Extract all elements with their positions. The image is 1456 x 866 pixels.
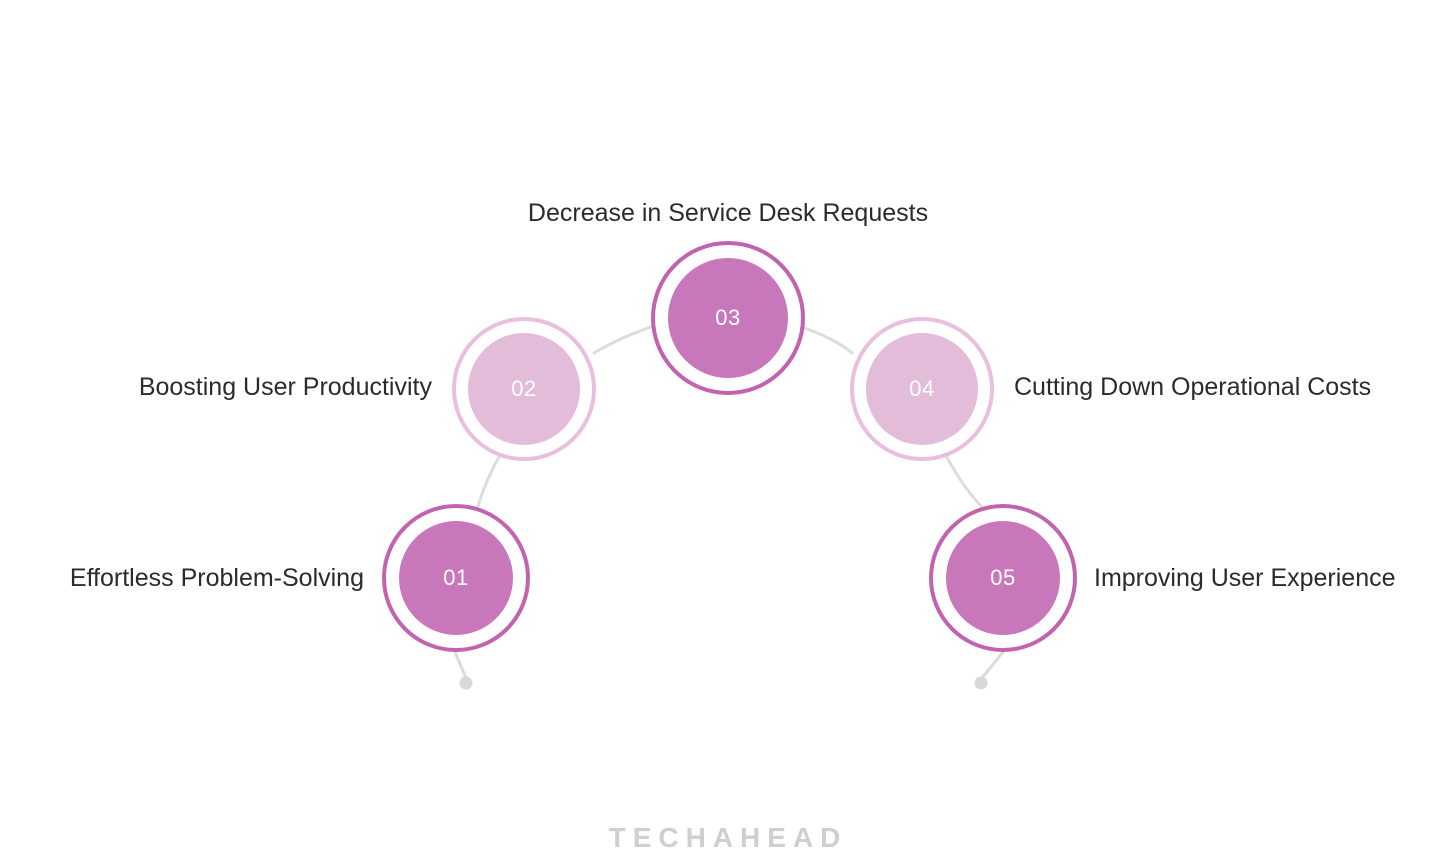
node-03-disc: 03 [668,258,788,378]
node-05-number: 05 [990,565,1016,590]
node-02-number: 02 [511,376,537,401]
connector-04-05 [944,454,983,508]
node-04-number: 04 [909,376,935,401]
node-04-disc: 04 [866,333,978,445]
node-02-label: Boosting User Productivity [138,373,432,401]
node-05-label: Improving User Experience [1094,564,1396,592]
node-05-disc: 05 [946,521,1060,635]
node-02[interactable]: 02 [452,317,596,461]
node-01-label: Effortless Problem-Solving [69,564,364,592]
node-02-disc: 02 [468,333,580,445]
node-03-number: 03 [715,305,741,330]
node-04[interactable]: 04 [850,317,994,461]
terminator-dot-01 [459,676,473,690]
node-03[interactable]: 03 [651,241,805,395]
watermark-techahead: TECHAHEAD [608,822,848,853]
node-01[interactable]: 01 [382,504,530,652]
node-01-disc: 01 [399,521,513,635]
node-03-label: Decrease in Service Desk Requests [527,199,929,227]
node-04-label: Cutting Down Operational Costs [1014,373,1372,401]
connector-02-03 [592,324,655,355]
connector-tail-01 [453,650,468,680]
node-01-number: 01 [443,565,469,590]
connector-tail-05 [980,650,1005,680]
node-05[interactable]: 05 [929,504,1077,652]
connector-03-04 [802,326,854,355]
connector-01-02 [476,453,502,508]
terminator-dot-05 [974,676,988,690]
